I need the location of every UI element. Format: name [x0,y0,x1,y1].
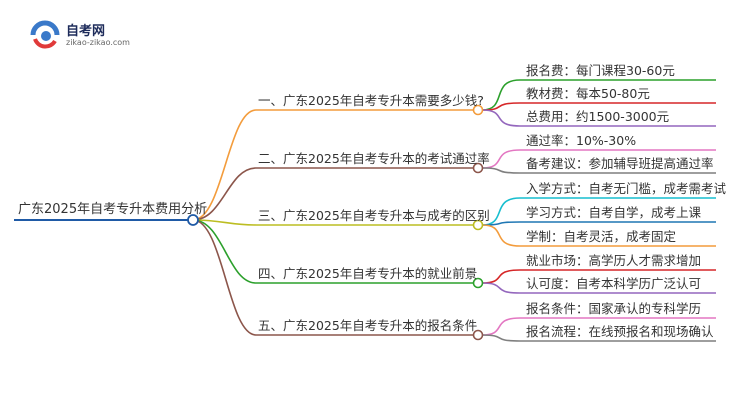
leaf-topic-3-3: 学制：自考灵活，成考固定 [526,229,677,244]
branch-topic-4: 四、广东2025年自考专升本的就业前景 [258,266,478,281]
leaf-topic-4-1: 就业市场：高学历人才需求增加 [526,253,702,268]
leaf-topic-1-3: 总费用：约1500-3000元 [526,109,670,124]
branch-topic-1: 一、广东2025年自考专升本需要多少钱? [258,93,484,108]
branch-edge-4 [192,219,257,284]
branch-node-2 [472,162,484,174]
leaf-edge-5-1 [481,317,521,336]
logo-icon [30,20,60,49]
branch-edge-2 [192,167,257,221]
branch-node-4 [472,277,484,289]
leaf-edge-5-2 [481,334,521,342]
leaf-edge-4-2 [481,282,521,294]
logo-url: zikao-zikao.com [66,38,130,47]
leaf-topic-1-2: 教材费：每本50-80元 [526,86,650,101]
leaf-topic-2-1: 通过率：10%-30% [526,133,637,148]
branch-edge-3 [192,219,257,226]
leaf-topic-3-1: 入学方式：自考无门槛，成考需考试 [526,181,727,196]
logo-name: 自考网 [66,24,106,39]
leaf-edge-4-1 [481,269,521,284]
leaf-topic-4-2: 认可度：自考本科学历广泛认可 [526,276,702,291]
leaf-edge-1-3 [481,109,521,127]
leaf-topic-1-1: 报名费：每门课程30-60元 [526,63,675,78]
leaf-topic-5-2: 报名流程：在线预报名和现场确认 [526,324,714,339]
branch-node-5 [472,329,484,341]
branch-edge-5 [192,219,257,336]
branch-topic-5: 五、广东2025年自考专升本的报名条件 [258,318,478,333]
leaf-topic-2-2: 备考建议：参加辅导班提高通过率 [526,156,714,171]
root-node [187,214,199,226]
leaf-edge-3-3 [481,224,521,247]
branch-topic-3: 三、广东2025年自考专升本与成考的区别 [258,208,490,223]
branch-edge-1 [192,109,257,221]
branch-node-3 [472,219,484,231]
leaf-topic-5-1: 报名条件：国家承认的专科学历 [526,301,702,316]
leaf-topic-3-2: 学习方式：自考自学，成考上课 [526,205,702,220]
logo: 自考网 zikao-zikao.com [30,20,140,52]
root-topic: 广东2025年自考专升本费用分析 [18,202,208,217]
leaf-edge-2-2 [481,167,521,174]
branch-topic-2: 二、广东2025年自考专升本的考试通过率 [258,151,490,166]
branch-node-1 [472,104,484,116]
